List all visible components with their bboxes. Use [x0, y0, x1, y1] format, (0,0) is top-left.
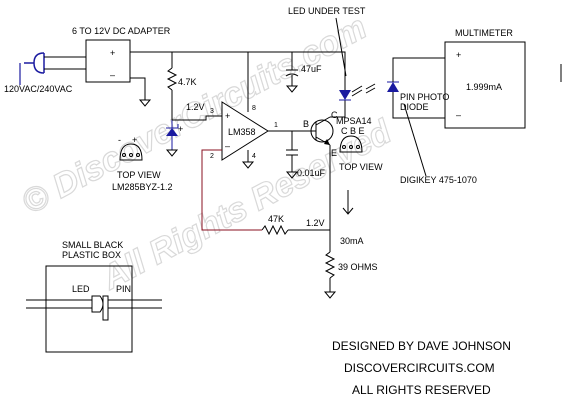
photodiode-label-line-2: DIODE — [400, 102, 429, 112]
capacitor-47uf — [285, 52, 299, 93]
capacitor-001uf — [285, 149, 299, 179]
pin-2-label: 2 — [210, 153, 214, 160]
meter-plus: + — [456, 50, 461, 60]
credit-line-1: DESIGNED BY DAVE JOHNSON — [332, 339, 511, 353]
box-photodiode — [102, 295, 162, 321]
credit-line-3: ALL RIGHTS RESERVED — [352, 383, 491, 397]
adapter-minus: – — [110, 70, 115, 80]
ground-symbol — [241, 161, 255, 169]
digikey-label: DIGIKEY 475-1070 — [400, 175, 477, 185]
transistor-pins-label: C B E — [341, 126, 365, 136]
box-label-line-2: PLASTIC BOX — [62, 250, 121, 260]
ground-symbol — [165, 149, 179, 157]
base-pin-label: B — [303, 119, 309, 129]
multimeter-label: MULTIMETER — [455, 28, 513, 38]
ground-symbol — [323, 291, 337, 299]
multimeter — [444, 41, 526, 129]
current-label: 30mA — [340, 236, 364, 246]
adapter-plus: + — [110, 48, 115, 58]
r-4k7-label: 4.7K — [178, 77, 197, 87]
emitter-pin-label: E — [331, 148, 337, 158]
pin-8-label: 8 — [252, 105, 256, 112]
ac-plug — [19, 52, 86, 85]
opamp-minus: – — [225, 141, 230, 151]
voltage-reference-diode — [166, 120, 179, 150]
ground-symbol — [138, 99, 152, 107]
pin-4-label: 4 — [252, 153, 256, 160]
feedback-wire — [201, 149, 262, 231]
c-001uf-label: 0.01uF — [297, 168, 326, 178]
watermark-line-1: © DiscoverCircuits.com — [16, 8, 373, 222]
reference-top-view-label: TOP VIEW — [117, 170, 161, 180]
photodiode-label-line-1: PIN PHOTO — [400, 92, 449, 102]
box-led — [26, 295, 104, 313]
resistor-4k7 — [166, 67, 178, 91]
reg-plus-label: + — [132, 135, 137, 145]
vref-label: 1.2V — [186, 102, 205, 112]
box-pin-label: PIN — [116, 284, 131, 294]
c-47uf-label: 47uF — [301, 64, 322, 74]
adapter-label: 6 TO 12V DC ADAPTER — [72, 26, 171, 36]
ac-input-label: 120VAC/240VAC — [4, 84, 73, 94]
meter-reading: 1.999mA — [466, 82, 502, 92]
pin-3-label: 3 — [210, 108, 214, 115]
reg-minus-label: - — [118, 135, 121, 145]
reference-part-label: LM285BYZ-1.2 — [112, 182, 173, 192]
op-amp-label: LM358 — [228, 127, 256, 137]
plastic-box — [45, 265, 133, 353]
meter-minus: – — [456, 110, 461, 120]
r-39-label: 39 OHMS — [338, 262, 378, 272]
pin-1-label: 1 — [274, 122, 278, 129]
box-label-line-1: SMALL BLACK — [62, 240, 123, 250]
dc-adapter — [85, 39, 131, 83]
reference-top-view — [119, 143, 143, 161]
resistor-39-ohms — [324, 251, 336, 279]
transistor-mpsa14 — [308, 116, 334, 146]
opamp-plus: + — [225, 111, 230, 121]
zener-plus: + — [178, 124, 183, 134]
positive-rail — [130, 51, 346, 90]
led-under-test-label: LED UNDER TEST — [288, 6, 366, 16]
transistor-top-view-label: TOP VIEW — [339, 162, 383, 172]
r-47k-label: 47K — [268, 214, 284, 224]
led-under-test — [339, 85, 363, 101]
collector-pin-label: C — [331, 110, 338, 120]
op-amp-lm358 — [221, 101, 269, 161]
transistor-label: MPSA14 — [336, 116, 372, 126]
resistor-47k — [261, 224, 289, 236]
pin-photodiode — [365, 81, 399, 94]
emitter-voltage-label: 1.2V — [306, 218, 325, 228]
box-led-label: LED — [72, 284, 90, 294]
credit-line-2: DISCOVERCIRCUITS.COM — [344, 361, 495, 375]
transistor-top-view — [339, 135, 363, 153]
